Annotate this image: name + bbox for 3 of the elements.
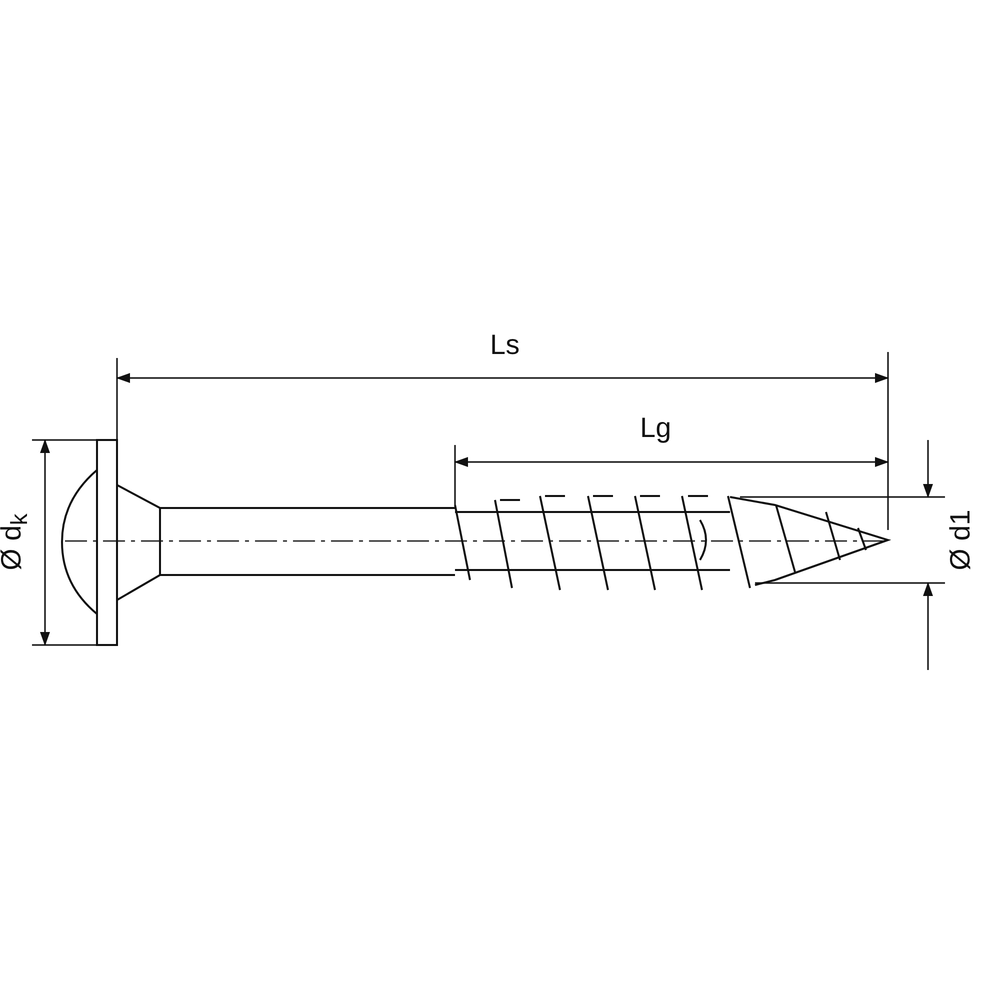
dimension-label: Lg bbox=[640, 414, 672, 442]
dimension-label: Ls bbox=[490, 331, 520, 359]
dimension-label: Ø d1 bbox=[946, 510, 974, 570]
